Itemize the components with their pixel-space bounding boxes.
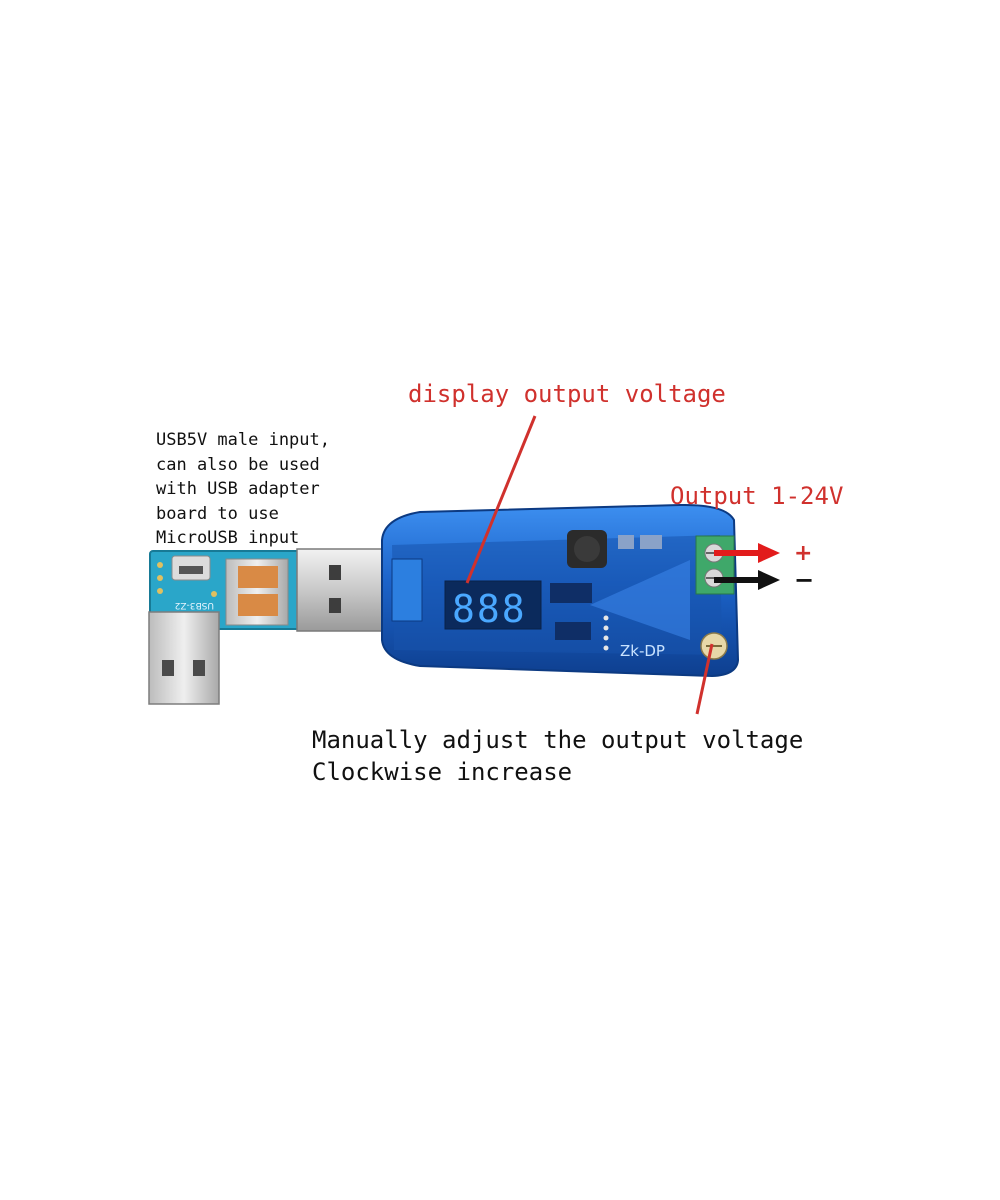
usb-note-line: with USB adapter (156, 479, 320, 499)
display-output-voltage-label: display output voltage (408, 380, 726, 408)
adapter-silkscreen: USB3-Z2 (175, 600, 214, 610)
silkscreen-model: Zk-DP (620, 642, 665, 660)
usb-note-line: MicroUSB input (156, 528, 300, 548)
negative-terminal-sign: − (794, 566, 815, 594)
display-pointer-line (465, 415, 537, 584)
adjust-note-line: Manually adjust the output voltage (312, 726, 804, 754)
positive-arrow (714, 543, 780, 563)
usb-note-line: board to use (156, 503, 279, 524)
main-usb-plug (296, 548, 388, 632)
usb-note-line: can also be used (156, 454, 320, 475)
usb-note-line: USB5V male input, (156, 430, 330, 450)
led-display (444, 580, 542, 630)
usb-adapter-board: USB3-Z2 (149, 550, 301, 630)
converter-shell: 888 Zk-DP (381, 503, 740, 678)
potentiometer (700, 632, 728, 660)
usb-input-note: USB5V male input, can also be used with US… (156, 428, 330, 551)
negative-arrow (714, 570, 780, 590)
positive-terminal-sign: + (794, 541, 813, 566)
output-range-label: Output 1-24V (670, 482, 844, 510)
adjust-pointer-line (695, 643, 714, 715)
display-digits: 888 (452, 587, 527, 631)
adapter-usb-plug (148, 611, 220, 705)
adjust-note-line: Clockwise increase (312, 758, 573, 786)
terminal-block (695, 535, 735, 595)
